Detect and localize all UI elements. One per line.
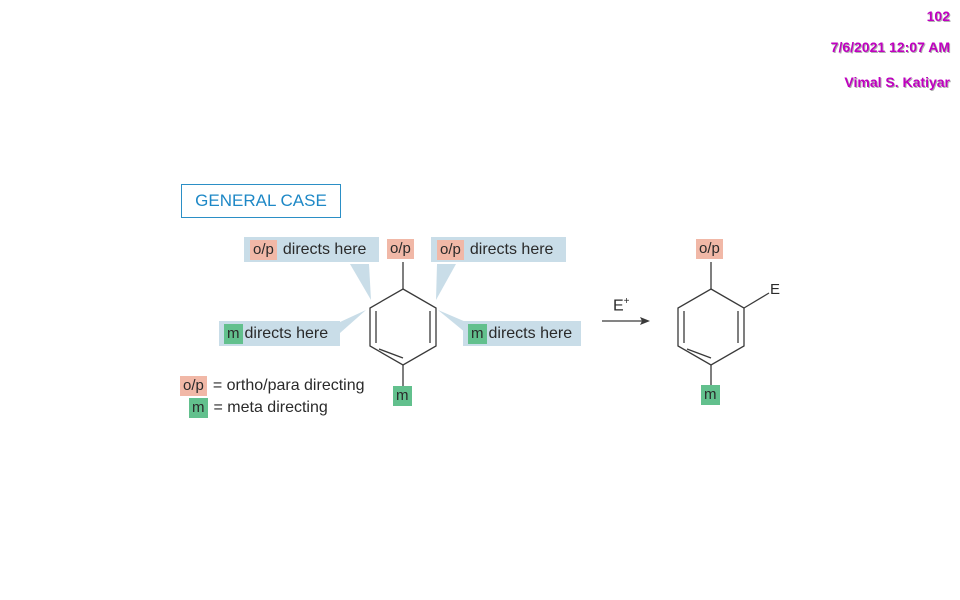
reactant-benzene-ring: [369, 262, 437, 386]
callout-text: directs here: [282, 240, 367, 258]
slide-author: Vimal S. Katiyar: [844, 74, 950, 90]
product-op-substituent: o/p: [696, 239, 723, 259]
legend-op-text: = ortho/para directing: [212, 377, 365, 394]
callout-text: directs here: [469, 240, 554, 258]
op-tag: o/p: [437, 239, 464, 260]
callout-wedge-upper-left: [350, 264, 371, 300]
callout-text: directs here: [488, 324, 573, 342]
reactant-m-substituent: m: [393, 386, 412, 406]
callout-op-ortho-right: o/p directs here: [431, 237, 566, 262]
callout-m-meta-right: m directs here: [463, 321, 581, 346]
legend-m-text: = meta directing: [213, 399, 328, 416]
slide-number: 102: [926, 8, 950, 24]
callout-wedge-lower-left: [340, 310, 366, 333]
callout-op-ortho-left: o/p directs here: [244, 237, 379, 262]
reactant-op-substituent: o/p: [387, 239, 414, 259]
callout-m-meta-left: m directs here: [219, 321, 340, 346]
reagent-charge: +: [623, 296, 630, 307]
slide-date: 7/6/2021 12:07 AM: [830, 39, 950, 55]
general-case-title: GENERAL CASE: [181, 184, 341, 218]
legend-op: o/p = ortho/para directing: [180, 376, 365, 396]
m-tag: m: [468, 323, 487, 344]
reaction-arrow: [602, 317, 650, 325]
op-tag: o/p: [250, 239, 277, 260]
op-tag: o/p: [180, 376, 207, 396]
product-benzene-ring: [677, 262, 770, 385]
reagent-electrophile: E+: [613, 296, 630, 315]
product-electrophile-label: E: [770, 281, 781, 298]
callout-text: directs here: [244, 324, 329, 342]
m-tag: m: [224, 323, 243, 344]
product-m-substituent: m: [701, 385, 720, 405]
legend-m: m = meta directing: [189, 398, 328, 418]
callout-wedge-upper-right: [436, 264, 456, 300]
callout-wedge-lower-right: [438, 310, 466, 333]
reagent-symbol: E: [613, 297, 624, 315]
m-tag: m: [189, 398, 208, 418]
